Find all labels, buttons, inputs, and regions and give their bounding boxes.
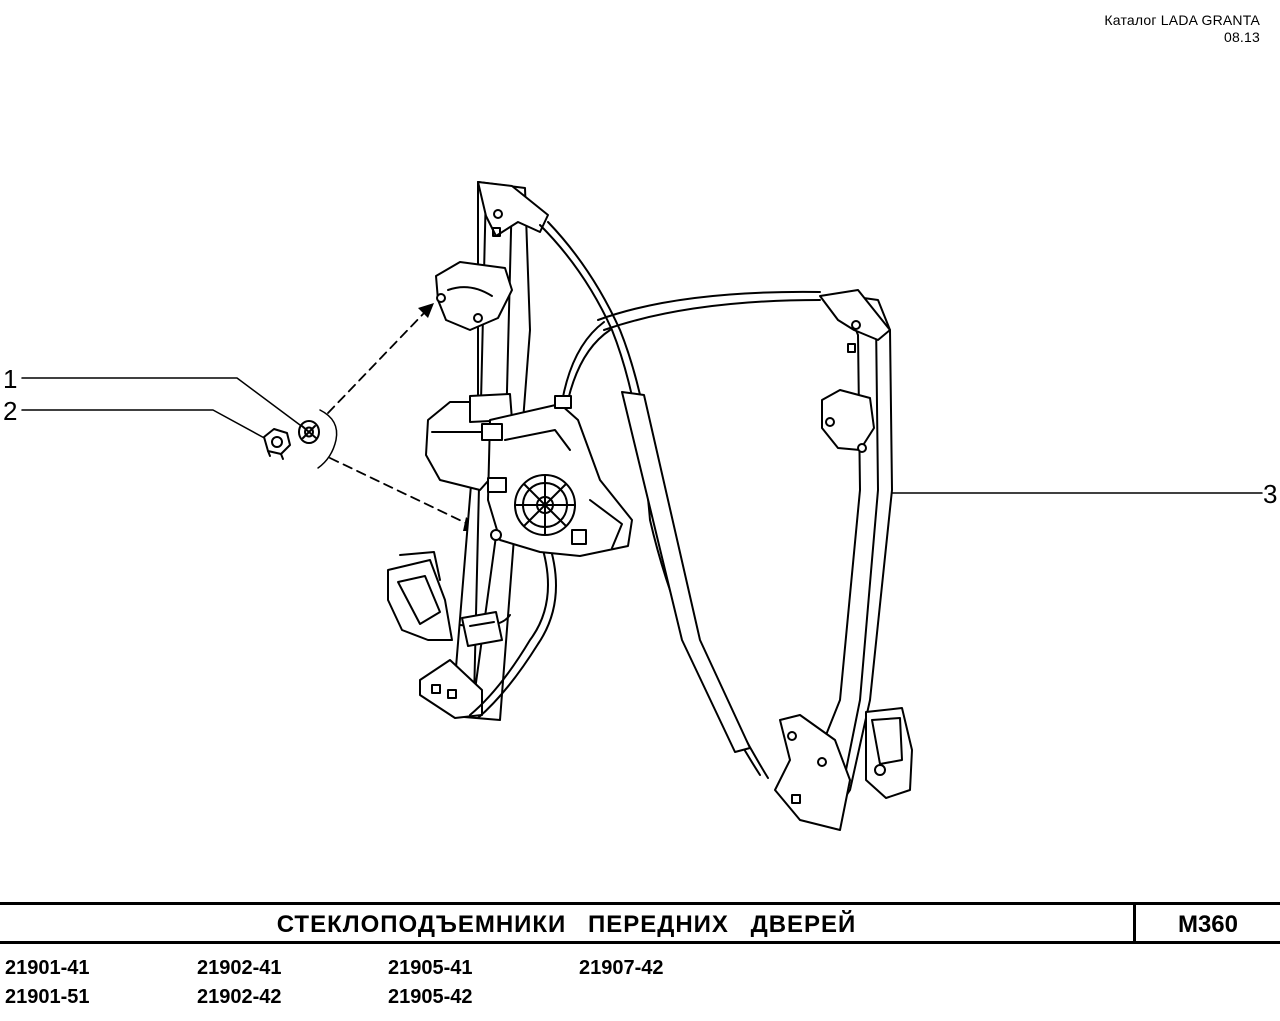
assembly-bracket: [317, 409, 338, 469]
catalog-date: 08.13: [1223, 29, 1260, 45]
callout-1: 1: [3, 364, 18, 394]
model-code: 21901-51: [5, 986, 90, 1008]
arrow-head-upper: [418, 303, 434, 318]
electric-motor: [425, 393, 633, 557]
catalog-name: Каталог LADA GRANTA: [1104, 12, 1260, 28]
assembly-arrows: [327, 311, 471, 526]
model-code: 21902-41: [197, 957, 282, 979]
nut-part: [263, 428, 291, 460]
callout-2: 2: [3, 396, 18, 426]
model-code: 21905-41: [388, 957, 473, 979]
cable-connector: [461, 611, 503, 647]
title-divider: [1133, 905, 1136, 941]
drawing-title: СТЕКЛОПОДЪЕМНИКИ ПЕРЕДНИХ ДВЕРЕЙ: [276, 911, 857, 938]
regulator-cables: [459, 221, 821, 779]
model-code: 21901-41: [5, 957, 90, 979]
right-guide-rail: [774, 289, 913, 831]
callout-3: 3: [1263, 479, 1278, 509]
leader-lines: [21, 377, 1263, 494]
window-regulator-drawing: [21, 181, 1263, 831]
model-code: 21902-42: [197, 986, 282, 1008]
catalog-header: Каталог LADA GRANTA 08.13: [1104, 12, 1260, 46]
applicable-models: 21901-41 21901-51 21902-41 21902-42 2190…: [0, 955, 1280, 1015]
model-code: 21907-42: [579, 957, 664, 979]
washer-part: [298, 420, 320, 444]
title-block: СТЕКЛОПОДЪЕМНИКИ ПЕРЕДНИХ ДВЕРЕЙ М360: [0, 902, 1280, 944]
model-code: 21905-42: [388, 986, 473, 1008]
page-code: М360: [1177, 911, 1239, 938]
